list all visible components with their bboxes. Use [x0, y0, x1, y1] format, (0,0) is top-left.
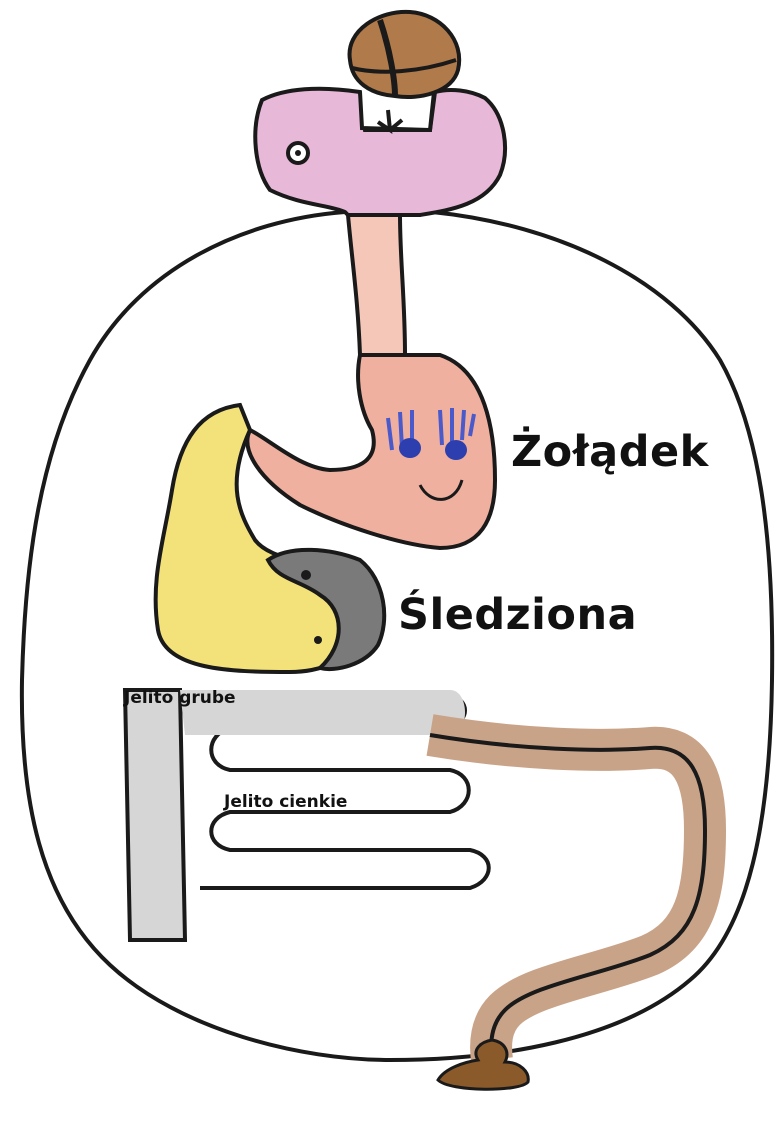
food-bolus: [350, 12, 460, 97]
large-intestine: [125, 690, 185, 940]
label-small-intestine: Jelito cienkie: [224, 792, 347, 812]
poop: [438, 1040, 528, 1089]
label-stomach: Żołądek: [511, 427, 709, 477]
label-large-intestine: Jelito grube: [124, 688, 236, 708]
esophagus: [348, 215, 405, 355]
label-spleen: Śledziona: [398, 590, 637, 640]
colon: [430, 735, 705, 1060]
